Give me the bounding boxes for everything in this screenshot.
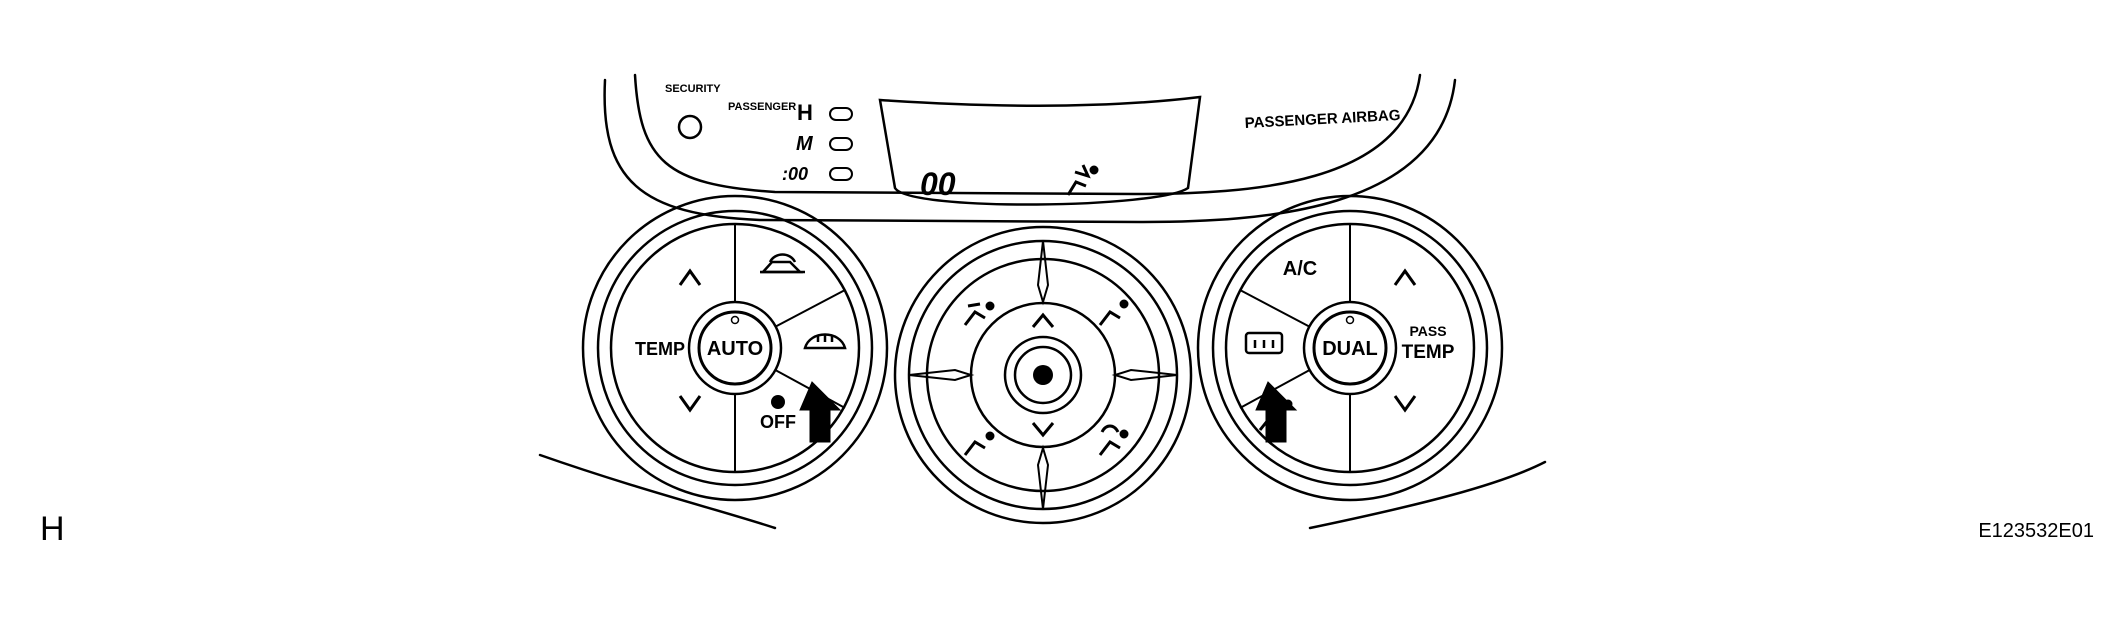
center-spoke-bottom	[1036, 444, 1050, 510]
left-dial-mid-ring	[596, 209, 874, 487]
passenger-airbag-label: PASSENGER AIRBAG	[1244, 107, 1401, 132]
security-indicator-led	[677, 114, 703, 140]
defrost-feet-mode-icon[interactable]	[1098, 424, 1129, 456]
display-airflow-icon	[1066, 164, 1099, 196]
fan-icon	[1033, 365, 1053, 385]
rear-defrost-icon[interactable]	[1244, 331, 1284, 355]
led-h	[829, 107, 853, 121]
center-spoke-top	[1036, 240, 1050, 306]
display-digits: 00	[920, 166, 956, 202]
fan-down-icon[interactable]	[1031, 422, 1055, 438]
left-temp-label: TEMP	[635, 339, 685, 359]
right-temp-down-icon[interactable]	[1393, 395, 1417, 413]
right-temp-up-icon[interactable]	[1393, 268, 1417, 286]
fan-up-icon[interactable]	[1031, 312, 1055, 328]
center-spoke-left	[908, 368, 975, 382]
auto-indicator-led	[730, 315, 740, 325]
figure-corner-label-left: H	[40, 510, 65, 548]
auto-label: AUTO	[707, 338, 763, 360]
center-spoke-right	[1111, 368, 1178, 382]
led-m	[829, 137, 853, 151]
center-dial-face	[925, 257, 1161, 493]
security-label: SECURITY	[665, 83, 721, 95]
right-dial-outer-ring	[1196, 194, 1504, 502]
left-temp-down-icon[interactable]	[678, 395, 702, 413]
face-mode-icon[interactable]	[963, 431, 995, 456]
left-pointer-arrow	[799, 381, 842, 443]
indicator-m-label: M	[796, 133, 814, 155]
ac-label[interactable]: A/C	[1283, 258, 1317, 280]
indicator-00-label: :00	[782, 164, 808, 184]
left-dial-outer-ring	[581, 194, 889, 502]
led-00	[829, 167, 853, 181]
face-feet-mode-icon[interactable]	[963, 301, 995, 326]
front-defrost-icon[interactable]	[803, 333, 847, 350]
recirculation-icon[interactable]	[760, 253, 805, 274]
auto-button[interactable]	[697, 310, 773, 386]
center-control-dial	[893, 225, 1193, 525]
feet-mode-icon[interactable]	[1098, 299, 1129, 326]
right-pointer-arrow	[1255, 381, 1298, 443]
lower-trim-left	[538, 453, 777, 530]
panel-bezel-outer	[603, 78, 1457, 224]
fan-off-icon[interactable]	[771, 395, 785, 409]
off-label: OFF	[760, 412, 796, 432]
left-temp-up-icon[interactable]	[678, 268, 702, 286]
lower-trim-right	[1308, 460, 1547, 530]
display-window	[878, 95, 1202, 206]
left-control-dial: AUTO TEMP OFF	[581, 194, 889, 502]
dual-button[interactable]	[1312, 310, 1388, 386]
dual-label: DUAL	[1322, 338, 1378, 360]
right-temp-label: TEMP	[1402, 342, 1455, 363]
dual-indicator-led	[1345, 315, 1355, 325]
pass-label: PASS	[1409, 323, 1446, 339]
panel-bezel-inner	[633, 73, 1422, 196]
figure-corner-label-right: E123532E01	[1978, 520, 2094, 542]
right-dial-mid-ring	[1211, 209, 1489, 487]
right-control-dial: DUAL A/C PASS TEMP	[1196, 194, 1504, 502]
indicator-h-label: H	[797, 100, 813, 125]
center-dial-outer-ring	[893, 225, 1193, 525]
passenger-label: PASSENGER	[728, 101, 796, 113]
